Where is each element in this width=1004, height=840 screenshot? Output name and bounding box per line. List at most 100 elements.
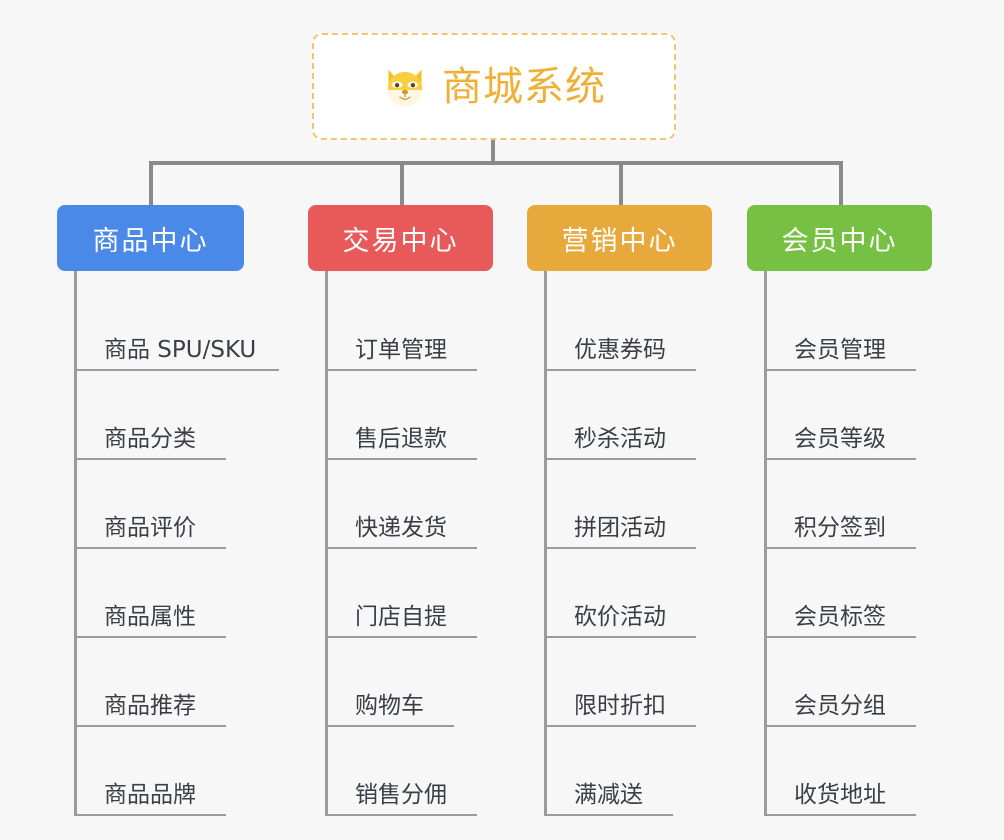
leaf-item[interactable]: 购物车	[308, 638, 493, 727]
connector-drop-0	[149, 161, 153, 205]
leaf-underline	[325, 547, 477, 549]
leaf-trunk-line	[544, 271, 547, 816]
leaf-item[interactable]: 会员标签	[747, 549, 932, 638]
category-box-marketing-center[interactable]: 营销中心	[527, 205, 712, 271]
leaf-item[interactable]: 商品 SPU/SKU	[57, 282, 279, 371]
leaf-item[interactable]: 门店自提	[308, 549, 493, 638]
branch-column-product-center: 商品中心 商品 SPU/SKU 商品分类 商品评价 商品属性 商品推荐	[57, 205, 279, 816]
leaf-item[interactable]: 会员等级	[747, 371, 932, 460]
leaf-item[interactable]: 拼团活动	[527, 460, 712, 549]
leaf-underline	[764, 369, 916, 371]
leaf-underline	[74, 458, 226, 460]
leaf-trunk-line	[74, 271, 77, 816]
leaf-trunk-line	[764, 271, 767, 816]
leaf-label: 秒杀活动	[574, 426, 666, 452]
leaf-item[interactable]: 商品评价	[57, 460, 244, 549]
leaf-item[interactable]: 商品分类	[57, 371, 244, 460]
connector-horizontal-bus	[149, 161, 843, 165]
leaf-label: 商品评价	[104, 515, 196, 541]
leaf-item[interactable]: 会员分组	[747, 638, 932, 727]
leaf-underline	[74, 725, 226, 727]
leaf-item[interactable]: 商品推荐	[57, 638, 244, 727]
leaf-label: 购物车	[355, 693, 424, 719]
branch-column-member-center: 会员中心 会员管理 会员等级 积分签到 会员标签 会员分组	[747, 205, 932, 816]
leaf-underline	[544, 369, 696, 371]
category-box-member-center[interactable]: 会员中心	[747, 205, 932, 271]
leaf-underline	[764, 458, 916, 460]
category-box-transaction-center[interactable]: 交易中心	[308, 205, 493, 271]
connector-drop-1	[400, 161, 404, 205]
connector-root-stem	[491, 140, 495, 164]
category-label: 交易中心	[342, 225, 459, 257]
leaf-label: 收货地址	[794, 782, 886, 808]
category-box-product-center[interactable]: 商品中心	[57, 205, 244, 271]
connector-drop-3	[839, 161, 843, 205]
leaf-item[interactable]: 限时折扣	[527, 638, 712, 727]
leaf-underline	[325, 725, 454, 727]
category-label: 会员中心	[781, 225, 898, 257]
leaf-underline	[764, 547, 916, 549]
leaf-list-member-center: 会员管理 会员等级 积分签到 会员标签 会员分组 收货地址	[747, 271, 932, 816]
leaf-item[interactable]: 秒杀活动	[527, 371, 712, 460]
leaf-label: 会员标签	[794, 604, 886, 630]
leaf-underline	[325, 636, 477, 638]
leaf-label: 会员管理	[794, 337, 886, 363]
leaf-item[interactable]: 商品属性	[57, 549, 244, 638]
leaf-label: 会员等级	[794, 426, 886, 452]
leaf-label: 商品 SPU/SKU	[104, 337, 257, 363]
leaf-item[interactable]: 满减送	[527, 727, 712, 816]
leaf-underline	[764, 725, 916, 727]
leaf-list-marketing-center: 优惠券码 秒杀活动 拼团活动 砍价活动 限时折扣 满减送	[527, 271, 712, 816]
leaf-label: 拼团活动	[574, 515, 666, 541]
root-node-shopping-mall-system[interactable]: 商城系统	[312, 33, 676, 140]
leaf-trunk-line	[325, 271, 328, 816]
leaf-label: 商品推荐	[104, 693, 196, 719]
leaf-label: 售后退款	[355, 426, 447, 452]
leaf-item[interactable]: 快递发货	[308, 460, 493, 549]
leaf-underline	[74, 369, 279, 371]
leaf-label: 会员分组	[794, 693, 886, 719]
leaf-label: 商品品牌	[104, 782, 196, 808]
leaf-label: 满减送	[574, 782, 643, 808]
branch-column-marketing-center: 营销中心 优惠券码 秒杀活动 拼团活动 砍价活动 限时折扣	[527, 205, 712, 816]
category-label: 营销中心	[561, 225, 678, 257]
leaf-item[interactable]: 优惠券码	[527, 282, 712, 371]
leaf-item[interactable]: 积分签到	[747, 460, 932, 549]
leaf-underline	[325, 814, 477, 816]
leaf-item[interactable]: 售后退款	[308, 371, 493, 460]
leaf-label: 积分签到	[794, 515, 886, 541]
leaf-underline	[74, 814, 226, 816]
leaf-underline	[544, 814, 673, 816]
leaf-list-transaction-center: 订单管理 售后退款 快递发货 门店自提 购物车 销售分佣	[308, 271, 493, 816]
leaf-label: 商品分类	[104, 426, 196, 452]
leaf-item[interactable]: 订单管理	[308, 282, 493, 371]
leaf-underline	[544, 636, 696, 638]
leaf-item[interactable]: 会员管理	[747, 282, 932, 371]
branch-column-transaction-center: 交易中心 订单管理 售后退款 快递发货 门店自提 购物车	[308, 205, 493, 816]
leaf-item[interactable]: 商品品牌	[57, 727, 244, 816]
leaf-underline	[764, 636, 916, 638]
leaf-underline	[325, 369, 477, 371]
leaf-item[interactable]: 砍价活动	[527, 549, 712, 638]
leaf-label: 门店自提	[355, 604, 447, 630]
leaf-underline	[544, 547, 696, 549]
leaf-list-product-center: 商品 SPU/SKU 商品分类 商品评价 商品属性 商品推荐 商品品牌	[57, 271, 279, 816]
category-label: 商品中心	[92, 225, 209, 257]
leaf-label: 限时折扣	[574, 693, 666, 719]
leaf-item[interactable]: 收货地址	[747, 727, 932, 816]
leaf-underline	[325, 458, 477, 460]
leaf-label: 快递发货	[355, 515, 447, 541]
leaf-label: 优惠券码	[574, 337, 666, 363]
leaf-label: 商品属性	[104, 604, 196, 630]
leaf-underline	[74, 636, 226, 638]
shiba-dog-face-icon	[387, 69, 423, 106]
root-title: 商城系统	[442, 63, 606, 110]
leaf-underline	[544, 458, 696, 460]
leaf-label: 砍价活动	[574, 604, 666, 630]
leaf-underline	[74, 547, 226, 549]
leaf-item[interactable]: 销售分佣	[308, 727, 493, 816]
connector-drop-2	[619, 161, 623, 205]
leaf-underline	[764, 814, 916, 816]
leaf-label: 销售分佣	[355, 782, 447, 808]
